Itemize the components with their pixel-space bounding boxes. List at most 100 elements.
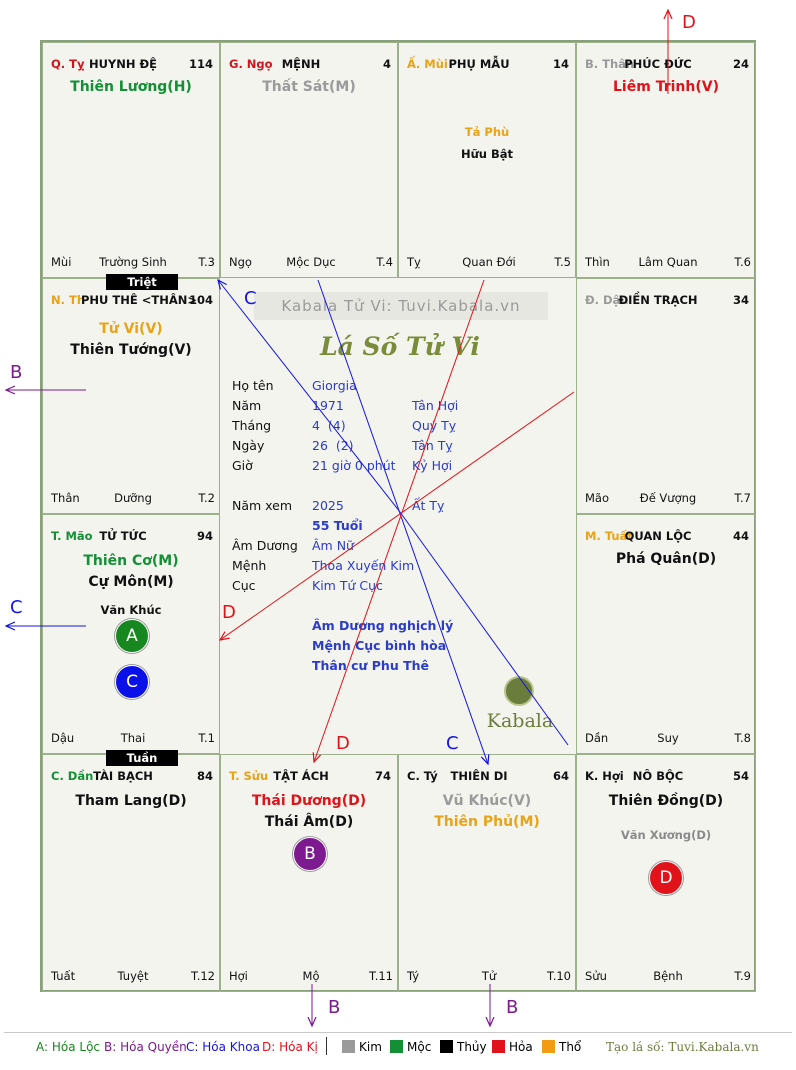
palace-name: THIÊN DI	[450, 769, 508, 783]
palace-number: 4	[382, 57, 391, 71]
legend-hoa-khoa: C: Hóa Khoa	[186, 1040, 260, 1054]
major-star: Thiên Phủ(M)	[434, 814, 540, 830]
legend-hoa-loc: A: Hóa Lộc	[36, 1040, 101, 1054]
major-star: Thái Âm(D)	[264, 814, 354, 830]
palace-number: 94	[196, 529, 213, 543]
cell-stage: Thai	[120, 731, 146, 745]
info-label: Năm	[232, 398, 262, 413]
marker-d: D	[649, 861, 683, 895]
cell-branch-footer: Tỵ	[407, 255, 421, 269]
palace-number: 114	[188, 57, 213, 71]
cell-term: T.1	[198, 731, 215, 745]
info-label: Ngày	[232, 438, 265, 453]
minor-star: Văn Xương(D)	[620, 828, 712, 842]
cell-term: T.5	[554, 255, 571, 269]
palace-name: PHU THÊ <THÂN>	[81, 293, 197, 307]
palace-number: 54	[732, 769, 749, 783]
kabala-logo-icon	[504, 676, 534, 706]
palace-name: NÔ BỘC	[632, 769, 684, 783]
legend-divider	[4, 1032, 792, 1033]
cell-term: T.8	[734, 731, 751, 745]
cell-stage: Trường Sinh	[99, 255, 167, 269]
swatch-kim	[342, 1040, 355, 1053]
info-name: Giorgia	[312, 378, 357, 393]
cell-branch-footer: Ngọ	[229, 255, 252, 269]
palace-number: 44	[732, 529, 749, 543]
palace-number: 14	[552, 57, 569, 71]
marker-b: B	[293, 837, 327, 871]
arrow-label-c: C	[10, 597, 23, 618]
palace-branch: M. Tuất	[585, 529, 633, 543]
major-star: Thiên Cơ(M)	[83, 553, 179, 569]
cell-branch-footer: Dần	[585, 731, 609, 745]
minor-star: Văn Khúc	[100, 603, 162, 617]
cell-stage: Mộc Dục	[286, 255, 336, 269]
cell-stage: Lâm Quan	[638, 255, 698, 269]
legend-hoa-quyen: B: Hóa Quyền	[104, 1040, 187, 1054]
watermark: Kabala Tử Vi: Tuvi.Kabala.vn	[254, 292, 548, 320]
cell-branch-footer: Thân	[51, 491, 80, 505]
palace-name: HUYNH ĐỆ	[88, 57, 158, 71]
info-year: 1971	[312, 398, 344, 413]
info-note: Mệnh Cục bình hòa	[312, 638, 447, 653]
major-star: Vũ Khúc(V)	[442, 793, 532, 809]
tuan-tag: Tuần	[106, 750, 178, 766]
info-label: Cục	[232, 578, 256, 593]
cell-branch-footer: Sửu	[585, 969, 607, 983]
major-star: Thất Sát(M)	[262, 79, 356, 95]
swatch-moc	[390, 1040, 403, 1053]
center-title: Lá Số Tử Vi	[320, 332, 480, 361]
cell-stage: Mộ	[302, 969, 320, 983]
cell-branch-footer: Mão	[585, 491, 610, 505]
palace-branch: Ấ. Mùi	[407, 57, 448, 71]
arrow-label-d: D	[222, 602, 236, 623]
major-star: Liêm Trinh(V)	[613, 79, 719, 95]
palace-branch: Đ. Dậu	[585, 293, 629, 307]
cell-branch-footer: Dậu	[51, 731, 75, 745]
info-month-cc: Quý Tỵ	[412, 418, 457, 433]
legend-kim: Kim	[359, 1040, 382, 1054]
palace-number: 74	[374, 769, 391, 783]
arrow-label-b: B	[10, 362, 23, 383]
palace-number: 34	[732, 293, 749, 307]
cell-branch-footer: Thìn	[585, 255, 610, 269]
palace-name: TÀI BẠCH	[93, 769, 153, 783]
cell-branch-footer: Tý	[407, 969, 420, 983]
marker-a: A	[115, 619, 149, 653]
triet-tag: Triệt	[106, 274, 178, 290]
swatch-thuy	[440, 1040, 453, 1053]
minor-star: Hữu Bật	[460, 147, 514, 161]
info-hour: 21 giờ 0 phút	[312, 458, 396, 473]
major-star: Tham Lang(D)	[75, 793, 187, 809]
cell-term: T.11	[369, 969, 393, 983]
info-label: Năm xem	[232, 498, 293, 513]
cell-term: T.6	[734, 255, 751, 269]
cell-term: T.10	[547, 969, 571, 983]
info-note: Thân cư Phu Thê	[312, 658, 429, 673]
cell-stage: Bệnh	[653, 969, 683, 983]
info-day-cc: Tân Tỵ	[412, 438, 453, 453]
cell-term: T.12	[191, 969, 215, 983]
major-star: Phá Quân(D)	[615, 551, 717, 567]
info-cuc: Kim Tứ Cục	[312, 578, 383, 593]
major-star: Cự Môn(M)	[88, 574, 174, 590]
cell-stage: Đế Vượng	[639, 491, 697, 505]
info-age: 55 Tuổi	[312, 518, 363, 533]
legend-site-link[interactable]: Tạo lá số: Tuvi.Kabala.vn	[606, 1040, 759, 1054]
palace-name: QUAN LỘC	[624, 529, 692, 543]
palace-name: TỬ TỨC	[99, 529, 147, 543]
palace-name: ĐIỀN TRẠCH	[618, 293, 698, 307]
